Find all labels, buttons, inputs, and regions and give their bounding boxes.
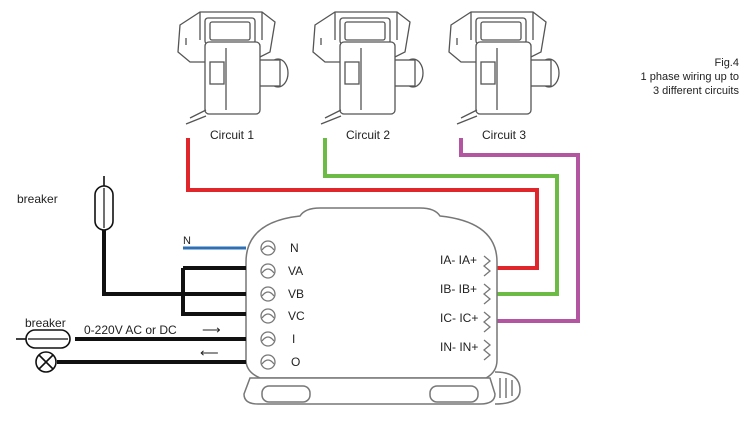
lamp-symbol [35,351,57,373]
figure-caption-line-2: 3 different circuits [652,85,739,97]
circuit-2-wire [323,138,559,296]
terminal-in-label: IN- IN+ [440,340,478,354]
breaker-bottom-symbol [16,329,71,349]
terminal-vb: VB [260,286,304,302]
terminal-o: O [260,354,300,370]
terminal-in: IN- IN+ [440,339,492,361]
terminal-n: N [260,240,299,256]
supply-voltage-label: 0-220V AC or DC [84,323,177,337]
terminal-ia-label: IA- IA+ [440,253,477,267]
circuit-1-label: Circuit 1 [210,128,254,142]
current-transformer-2 [312,11,424,125]
terminal-ic: IC- IC+ [440,311,492,333]
terminal-vc-label: VC [288,309,305,323]
current-in-arrow: ⟶ [202,322,221,337]
figure-caption-line-1: 1 phase wiring up to [640,71,739,83]
current-transformer-3 [448,11,560,125]
figure-ref: Fig.4 [714,57,739,69]
terminal-ic-label: IC- IC+ [440,311,478,325]
terminal-ia: IA- IA+ [440,253,492,277]
breaker-bottom-label: breaker [25,316,66,330]
circuit-3-wire [459,138,580,323]
terminal-vc: VC [260,308,305,324]
breaker-top-label: breaker [17,192,58,206]
circuit-3-label: Circuit 3 [482,128,526,142]
terminal-vb-label: VB [288,287,304,301]
figure-caption: Fig.4 1 phase wiring up to 3 different c… [641,56,739,98]
neutral-wire-label: N [183,235,191,247]
voltage-wiring [57,229,246,364]
terminal-i: I [260,331,295,347]
terminal-va-label: VA [288,264,303,278]
breaker-top-symbol [94,176,114,231]
circuit-2-label: Circuit 2 [346,128,390,142]
energy-meter [243,207,521,405]
current-transformer-1 [177,11,289,125]
terminal-i-label: I [292,332,295,346]
terminal-o-label: O [291,355,300,369]
terminal-va: VA [260,263,303,279]
current-out-arrow: ⟵ [200,345,219,360]
circuit-1-wire [186,138,539,270]
terminal-ib: IB- IB+ [440,282,492,305]
terminal-n-label: N [290,241,299,255]
terminal-ib-label: IB- IB+ [440,282,477,296]
